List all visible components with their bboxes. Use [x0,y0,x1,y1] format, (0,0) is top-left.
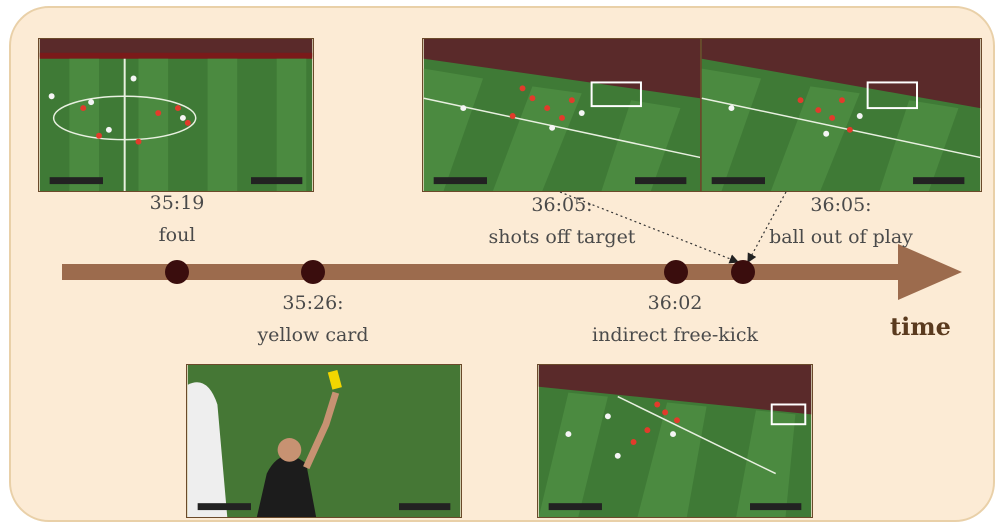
frame-yellow-card [186,364,462,518]
frame-foul [38,38,314,192]
event-label-foul: foul [142,224,212,246]
event-time-yellow-card: 35:26: [263,292,363,314]
frame-indirect-free-kick [537,364,813,518]
event-time-ball-out-of-play: 36:05: [796,194,886,216]
event-time-foul: 35:19 [142,192,212,214]
event-label-indirect-free-kick: indirect free-kick [585,324,765,346]
event-label-shots-off-target: shots off target [482,226,642,248]
pitch-image [701,39,981,191]
event-time-shots-off-target: 36:05: [517,194,607,216]
axis-label-time: time [890,312,951,341]
pitch-image [423,39,701,191]
event-label-ball-out-of-play: ball out of play [761,226,921,248]
frame-ball-out-of-play [700,38,982,192]
referee-image [187,365,461,517]
pitch-image [538,365,812,517]
event-label-yellow-card: yellow card [243,324,383,346]
event-time-indirect-free-kick: 36:02 [630,292,720,314]
pitch-image [39,39,313,191]
frame-shots-off-target [422,38,702,192]
